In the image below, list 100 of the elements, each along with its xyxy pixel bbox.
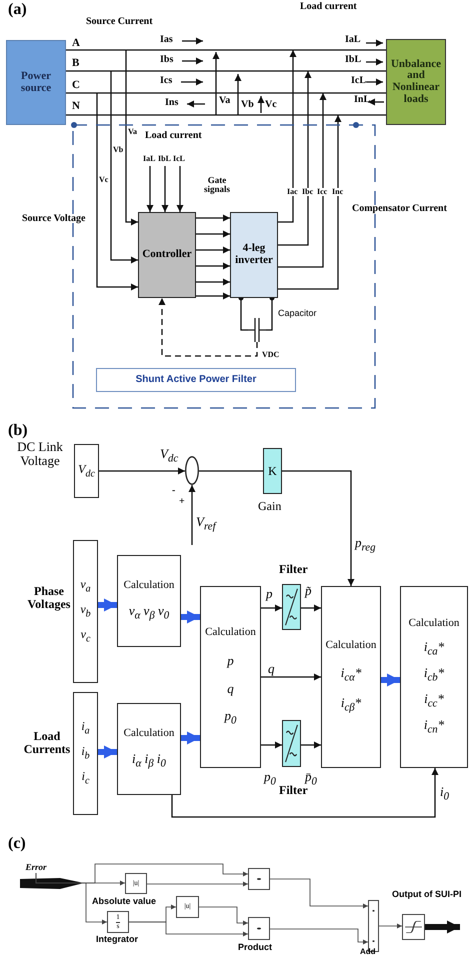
arrow — [196, 292, 230, 300]
abs-block — [125, 873, 147, 894]
text-label: Ias — [160, 35, 173, 46]
block-label: i$_{c}$ — [82, 770, 90, 787]
integrator-block — [107, 911, 129, 933]
block-label: V$_{dc}$ — [78, 462, 95, 480]
block-label: Power source — [20, 70, 52, 94]
text-label: + — [179, 497, 185, 508]
block-label: p$_{0}$ — [224, 709, 236, 728]
block-caption: Load Currents — [22, 730, 72, 756]
text-label: (c) — [8, 836, 26, 853]
block-label: Calculation — [124, 580, 174, 592]
text-label: (b) — [8, 423, 28, 440]
block-label: Calculation — [205, 626, 256, 638]
summing-junction — [185, 456, 199, 485]
block-label: v$_{a}$ — [80, 578, 91, 596]
arrow — [198, 906, 248, 926]
block-arrow — [181, 610, 200, 624]
text-label: (a) — [8, 2, 27, 19]
input-box — [74, 444, 99, 498]
text-label: Gate signals — [202, 176, 231, 195]
text-label: IbL — [345, 55, 362, 66]
block-caption: Capacitor — [278, 309, 317, 318]
arrow — [96, 93, 138, 290]
block-label: K — [268, 464, 277, 478]
arrow — [171, 768, 438, 818]
capacitor-symbol — [248, 318, 266, 342]
block-caption: Phase Voltages — [26, 585, 72, 610]
text-label: Vb — [241, 100, 254, 110]
arrow — [36, 872, 108, 924]
block-label: Controller — [142, 249, 192, 261]
edge-label: A — [72, 38, 80, 49]
source-box — [6, 40, 66, 125]
arrow — [146, 166, 154, 212]
block-arrow — [425, 920, 460, 934]
text-label: InL — [354, 95, 370, 106]
text-label: IcL — [351, 76, 366, 86]
gain-block — [263, 448, 282, 494]
arrow — [128, 922, 248, 936]
text-label: Ics — [160, 76, 172, 86]
arrow — [301, 604, 321, 612]
arrow — [261, 742, 282, 748]
edge-label: Vb — [113, 146, 124, 154]
block-label: i$_{cb}$* — [424, 666, 444, 684]
block-label: i$_{cn}$* — [424, 718, 444, 736]
arrow — [270, 928, 368, 944]
text-label: Ibs — [160, 55, 174, 66]
input-label: Error — [20, 862, 52, 873]
arrow — [261, 674, 321, 680]
edge-label: Vc — [99, 176, 108, 184]
block-caption: Filter — [279, 784, 308, 797]
title-box — [96, 368, 296, 392]
block-label: 4-leg inverter — [234, 243, 274, 267]
connector-line — [66, 92, 386, 94]
arrow — [125, 50, 138, 226]
edge-label: B — [72, 58, 80, 69]
abs-block — [176, 896, 199, 918]
connector-line — [66, 70, 386, 72]
calculation-box — [321, 586, 381, 768]
block-label: i$_{cα}$* — [340, 666, 362, 684]
connector-line — [66, 49, 386, 51]
arrow — [301, 742, 321, 748]
edge-label: C — [72, 80, 80, 91]
edge-label: Ibc — [302, 188, 314, 196]
block-caption: Integrator — [96, 935, 138, 944]
arrow — [196, 246, 230, 254]
block-label: Shunt Active Power Filter — [136, 374, 256, 386]
filter-block — [282, 584, 301, 630]
block-label: i$_{a}$ — [81, 720, 90, 738]
edge-label: i$_{0}$ — [440, 785, 450, 802]
load-box — [386, 39, 446, 125]
text-label: Ins — [165, 98, 178, 108]
block-caption: Product — [238, 943, 272, 952]
edge-label: V$_{ref}$ — [196, 515, 216, 532]
arrow — [110, 71, 138, 264]
block-label: Calculation — [408, 618, 460, 630]
text-label: Load current — [300, 2, 357, 12]
arrow — [158, 298, 258, 357]
inverter-box — [230, 212, 278, 298]
block-arrow — [181, 732, 200, 744]
block-label: i$_{b}$ — [81, 745, 90, 762]
calculation-box — [200, 586, 261, 768]
block-caption: Add — [360, 948, 376, 956]
block-label: Calculation — [124, 728, 174, 740]
controller-box — [138, 212, 196, 298]
edge-label: N — [72, 101, 80, 112]
block-caption: Filter — [279, 563, 308, 576]
edge-label: Va — [128, 128, 138, 136]
calculation-box — [117, 555, 181, 647]
edge-label: VDC — [262, 351, 280, 359]
block-label: Calculation — [326, 640, 376, 652]
text-label: Output of SUI-PI — [392, 890, 462, 900]
edge-label: IcL — [173, 155, 185, 163]
arrow — [188, 485, 196, 545]
text-label: Source Current — [86, 17, 153, 28]
edge-label: p̃ — [305, 584, 312, 597]
edge-label: IbL — [158, 155, 171, 163]
arrow — [146, 882, 248, 886]
edge-label: IaL — [143, 155, 156, 163]
block-label: v$_{α}$ v$_{β}$ v$_{0}$ — [128, 604, 170, 622]
